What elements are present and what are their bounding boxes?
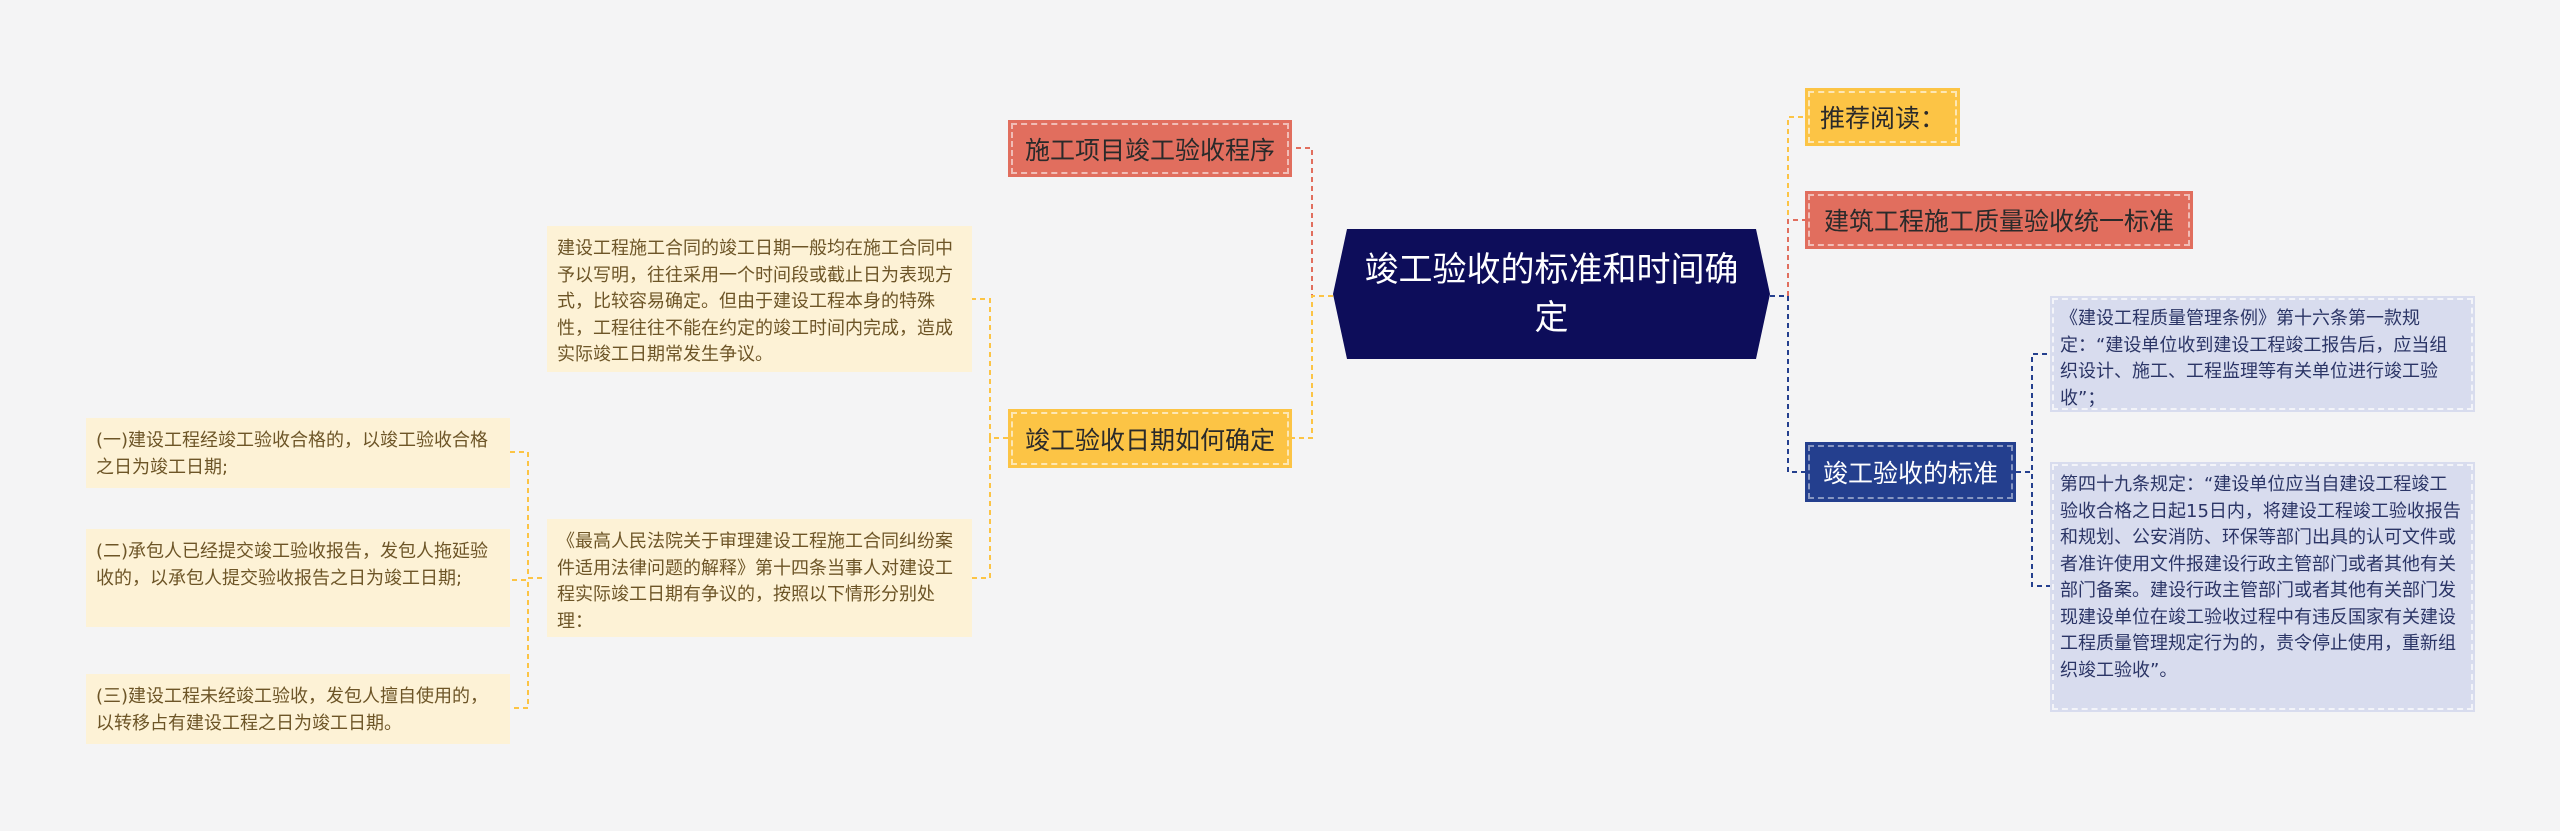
note-judicial-interpretation: 《最高人民法院关于审理建设工程施工合同纠纷案件适用法律问题的解释》第十四条当事人…: [547, 519, 972, 637]
case-item-1-text: (一)建设工程经竣工验收合格的，以竣工验收合格之日为竣工日期;: [96, 430, 489, 478]
branch-date-label: 竣工验收日期如何确定: [1024, 425, 1275, 455]
note-article-16-text: 《建设工程质量管理条例》第十六条第一款规定：“建设单位收到建设工程竣工报告后，应…: [2060, 308, 2448, 409]
case-item-2-text: (二)承包人已经提交竣工验收报告，发包人拖延验收的，以承包人提交验收报告之日为竣…: [96, 541, 489, 589]
link-interp-case1: [510, 451, 542, 579]
branch-procedure-label: 施工项目竣工验收程序: [1024, 135, 1275, 165]
branch-recommend-reading-label: 推荐阅读：: [1819, 104, 1945, 133]
link-center-recommend: [1770, 116, 1805, 297]
link-date-contract: [972, 298, 1008, 439]
branch-recommend-reading[interactable]: 推荐阅读：: [1805, 88, 1960, 146]
case-item-2: (二)承包人已经提交竣工验收报告，发包人拖延验收的，以承包人提交验收报告之日为竣…: [86, 529, 510, 627]
case-item-3-text: (三)建设工程未经竣工验收，发包人擅自使用的，以转移占有建设工程之日为竣工日期。: [96, 686, 489, 734]
link-center-standard: [1770, 295, 1805, 473]
case-item-3: (三)建设工程未经竣工验收，发包人擅自使用的，以转移占有建设工程之日为竣工日期。: [86, 674, 510, 744]
link-interp-case3: [510, 577, 542, 709]
branch-unified-standard[interactable]: 建筑工程施工质量验收统一标准: [1805, 191, 2193, 249]
link-standard-art49: [2016, 471, 2050, 587]
note-article-16: 《建设工程质量管理条例》第十六条第一款规定：“建设单位收到建设工程竣工报告后，应…: [2050, 296, 2475, 412]
central-topic-label: 竣工验收的标准和时间确定: [1364, 250, 1739, 338]
branch-acceptance-standard[interactable]: 竣工验收的标准: [1805, 442, 2016, 502]
central-topic[interactable]: 竣工验收的标准和时间确定: [1333, 229, 1770, 359]
link-standard-art16: [2016, 353, 2050, 473]
note-judicial-interpretation-text: 《最高人民法院关于审理建设工程施工合同纠纷案件适用法律问题的解释》第十四条当事人…: [557, 531, 953, 632]
branch-procedure[interactable]: 施工项目竣工验收程序: [1008, 120, 1292, 177]
link-center-date: [1292, 295, 1333, 439]
note-article-49-text: 第四十九条规定：“建设单位应当自建设工程竣工验收合格之日起15日内，将建设工程竣…: [2060, 474, 2461, 681]
note-contract-date: 建设工程施工合同的竣工日期一般均在施工合同中予以写明，往往采用一个时间段或截止日…: [547, 226, 972, 372]
branch-date[interactable]: 竣工验收日期如何确定: [1008, 409, 1292, 468]
branch-unified-standard-label: 建筑工程施工质量验收统一标准: [1823, 207, 2174, 236]
note-contract-date-text: 建设工程施工合同的竣工日期一般均在施工合同中予以写明，往往采用一个时间段或截止日…: [557, 238, 953, 365]
link-center-procedure: [1292, 147, 1333, 297]
branch-acceptance-standard-label: 竣工验收的标准: [1822, 459, 1998, 488]
note-article-49: 第四十九条规定：“建设单位应当自建设工程竣工验收合格之日起15日内，将建设工程竣…: [2050, 462, 2475, 712]
case-item-1: (一)建设工程经竣工验收合格的，以竣工验收合格之日为竣工日期;: [86, 418, 510, 488]
link-date-interpretation: [972, 437, 1008, 579]
link-center-unified: [1770, 219, 1805, 297]
